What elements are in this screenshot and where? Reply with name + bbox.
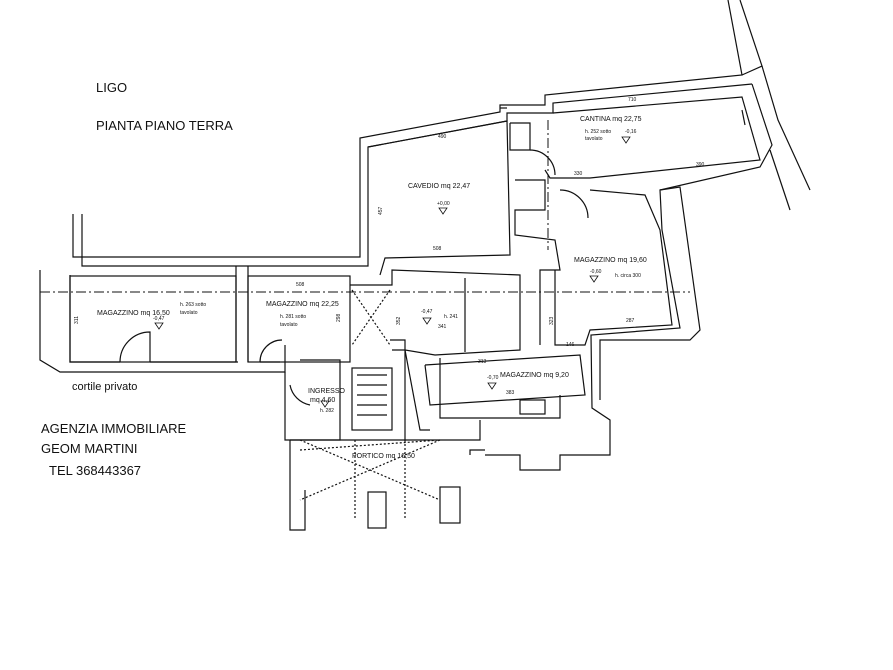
location-label: LIGO	[96, 80, 128, 95]
wall-right-offset	[599, 186, 701, 400]
portico-hatch	[299, 439, 441, 451]
dim-cantina-right: 390	[696, 162, 705, 168]
room-magazzino-low-name: MAGAZZINO mq 9,20	[500, 372, 569, 379]
room-portico-name: PORTICO mq 16,50	[352, 453, 415, 460]
dim-cavedio-top: 490	[438, 134, 447, 140]
room-magazzino-mid-height2: tavolato	[280, 322, 298, 328]
wall-outer-right	[485, 83, 773, 471]
level-markers	[154, 136, 631, 408]
portico-diagonal	[299, 439, 441, 501]
room-ingresso-name1: INGRESSO	[308, 388, 346, 395]
room-magazzino-right-level: -0,60	[590, 269, 602, 275]
level-triangle-icon	[154, 322, 164, 330]
level-triangle-icon	[422, 317, 432, 325]
dim-mid-341: 341	[438, 324, 447, 330]
door-swing-ingresso	[289, 384, 311, 406]
stairs-outline	[351, 367, 393, 431]
door-swing-left	[119, 331, 151, 363]
wall-inner-top	[81, 83, 753, 267]
door-swing-right	[559, 189, 589, 219]
dim-cantina-mid: 330	[574, 171, 583, 177]
room-middle-height: h. 241	[444, 314, 458, 320]
room-cantina-name: CANTINA mq 22,75	[580, 116, 642, 123]
room-cavedio-name: CAVEDIO mq 22,47	[408, 183, 470, 190]
room-magazzino-right-outline	[554, 189, 673, 346]
room-magazzino-low-outer	[439, 358, 561, 419]
agency-name: AGENZIA IMMOBILIARE	[41, 421, 187, 436]
chimney	[509, 122, 531, 151]
dim-mid-side2: 352	[396, 316, 402, 325]
courtyard-label: cortile privato	[72, 381, 138, 393]
room-magazzino-mid-name: MAGAZZINO mq 22,25	[266, 301, 339, 308]
room-magazzino-left-height: h. 263 sotto	[180, 302, 206, 308]
agency-person: GEOM MARTINI	[41, 441, 138, 456]
axis-lines	[40, 120, 690, 293]
plan-title: PIANTA PIANO TERRA	[96, 118, 233, 133]
room-cantina-outline	[544, 96, 761, 179]
room-ingresso-name2: mq 4,60	[310, 397, 335, 404]
room-labels: MAGAZZINO mq 16,50 -0,47 h. 263 sotto ta…	[97, 116, 647, 460]
dim-right-side: 146	[566, 342, 575, 348]
wall-outer-left	[39, 270, 286, 373]
room-cantina-height2: tavolato	[585, 136, 603, 142]
wall-portico-left	[289, 440, 306, 531]
dim-mag-right-bottom: 287	[626, 318, 635, 324]
walls	[39, 0, 811, 531]
agency-phone: TEL 368443367	[49, 463, 142, 478]
wall-portico-right	[469, 449, 485, 455]
dim-mid-side3: 323	[549, 316, 555, 325]
passage-diagonal	[351, 289, 391, 346]
door-swing-mid	[259, 339, 283, 363]
dim-cavedio-bottom: 508	[433, 246, 442, 252]
room-magazzino-left-name: MAGAZZINO mq 16,50	[97, 310, 170, 317]
room-magazzino-low-outline	[424, 354, 586, 406]
dim-top-cantina: 710	[628, 97, 637, 103]
room-magazzino-right-name: MAGAZZINO mq 19,60	[574, 257, 647, 264]
room-magazzino-mid-height: h. 281 sotto	[280, 314, 306, 320]
room-ingresso-height: h. 282	[320, 408, 334, 414]
room-cantina-height: h. 252 sotto	[585, 129, 611, 135]
pillar-portico-1	[367, 491, 387, 529]
door-swing-cantina	[529, 149, 556, 176]
level-triangle-icon	[589, 275, 599, 283]
room-middle-level: -0,47	[421, 309, 433, 315]
room-cavedio-level: +0,00	[437, 201, 450, 207]
wall-top-right	[739, 0, 763, 76]
wall-block	[519, 399, 546, 415]
level-triangle-icon	[621, 136, 631, 144]
level-triangle-icon	[487, 382, 497, 390]
dim-left-side: 311	[74, 316, 80, 324]
room-magazzino-low-level: -0,70	[487, 375, 499, 381]
level-triangle-icon	[438, 207, 448, 215]
wall-lower-central	[392, 349, 430, 431]
wall-central-right	[514, 179, 561, 345]
pillar-portico-2	[439, 486, 461, 524]
room-cavedio-outline	[367, 120, 511, 276]
wall-far-right-2	[769, 149, 791, 211]
room-middle-outline	[350, 269, 521, 356]
level-triangle-icon	[320, 400, 330, 408]
wall-far-right-1	[761, 65, 811, 191]
room-magazzino-left-height2: tavolato	[180, 310, 198, 316]
room-cantina-level: -0,16	[625, 129, 637, 135]
dim-mid-side1: 298	[336, 313, 342, 322]
dim-low-313: 313	[478, 359, 487, 365]
dim-cavedio-side: 457	[378, 206, 384, 215]
room-magazzino-right-height: h. circa 300	[615, 273, 641, 279]
dim-mag-mid-top: 508	[296, 282, 305, 288]
wall-portico-top	[290, 420, 481, 441]
dimension-labels: 710 490 508 457 390 330 508 287 341 383 …	[74, 97, 705, 396]
dim-low-383: 383	[506, 390, 515, 396]
room-magazzino-left-level: -0,47	[153, 316, 165, 322]
window-cantina	[741, 109, 746, 126]
